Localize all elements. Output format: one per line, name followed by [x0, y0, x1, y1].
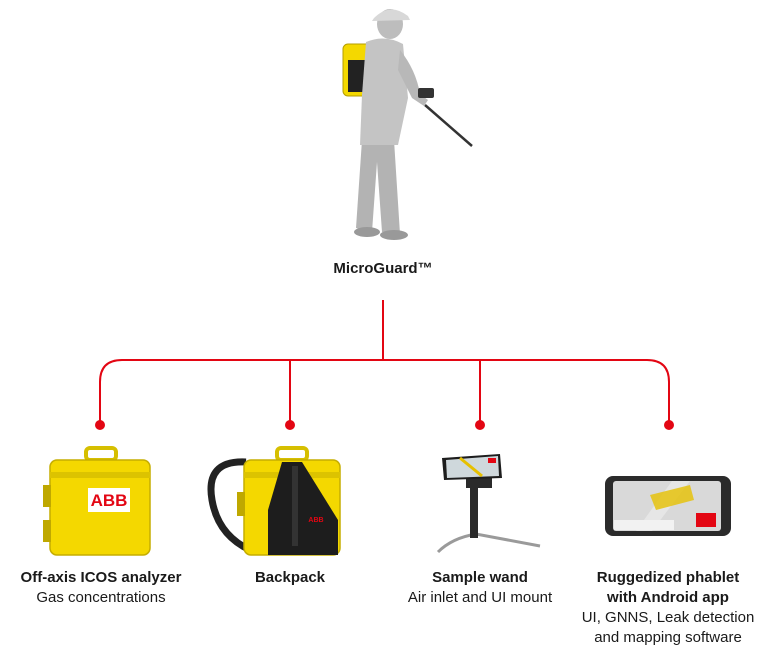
connector-tree [99, 300, 670, 424]
component-backpack-name: Backpack [254, 569, 326, 586]
component-phablet-desc-line1: UI, GNNS, Leak detection [581, 609, 755, 626]
backpack-icon: ABB [207, 446, 341, 556]
diagram-title: MicroGuard™ [333, 260, 433, 277]
sample-wand-icon [436, 454, 541, 554]
worker-figure [342, 9, 473, 240]
component-analyzer-desc: Gas concentrations [36, 589, 166, 606]
component-backpack: Backpack [220, 568, 360, 588]
component-phablet: Ruggedized phablet with Android app UI, … [570, 568, 766, 648]
component-wand-desc: Air inlet and UI mount [407, 589, 553, 606]
analyzer-logo: ABB [91, 491, 128, 510]
component-analyzer-name: Off-axis ICOS analyzer [20, 569, 182, 586]
analyzer-case-icon: ABB [43, 446, 151, 556]
connector-dot-backpack [285, 420, 295, 430]
component-phablet-name-line2: with Android app [607, 589, 729, 606]
component-phablet-name: Ruggedized phablet [596, 569, 740, 586]
connector-dot-analyzer [95, 420, 105, 430]
component-phablet-desc-line2: and mapping software [594, 629, 742, 646]
phablet-icon [605, 476, 731, 536]
backpack-logo: ABB [308, 517, 323, 524]
connector-dot-wand [475, 420, 485, 430]
component-wand-name: Sample wand [432, 569, 528, 586]
component-analyzer: Off-axis ICOS analyzer Gas concentration… [0, 568, 202, 608]
connector-dots [95, 420, 674, 430]
connector-dot-phablet [664, 420, 674, 430]
component-wand: Sample wand Air inlet and UI mount [380, 568, 580, 608]
